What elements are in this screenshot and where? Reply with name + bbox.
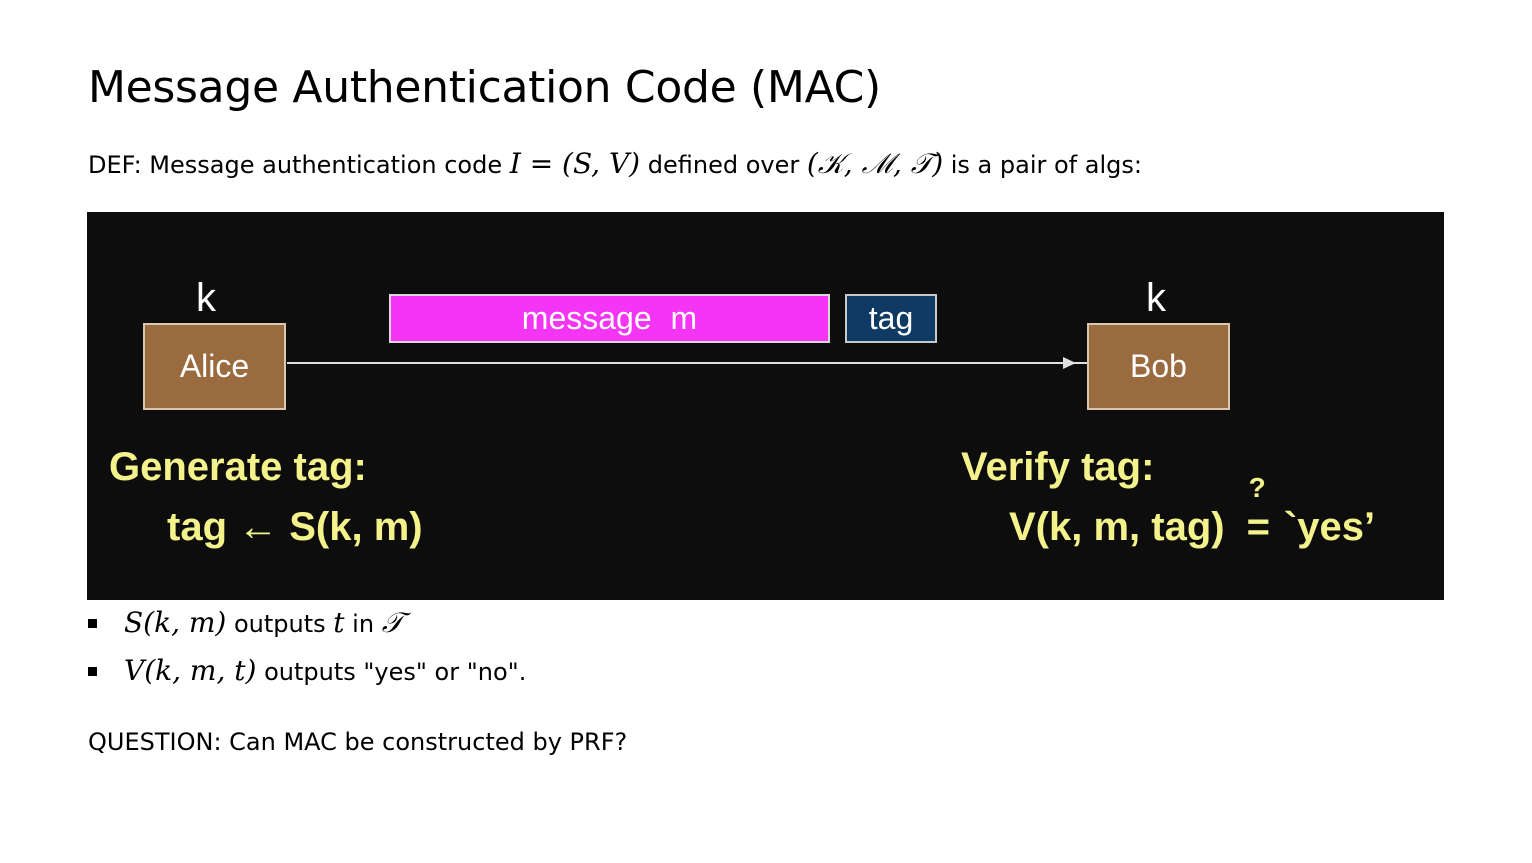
math-scheme: I = (S, V) xyxy=(509,147,641,180)
definition-suffix: is a pair of algs: xyxy=(943,151,1142,179)
alice-key-label: k xyxy=(196,276,216,320)
bullet-square-icon xyxy=(88,667,97,676)
question-equals: ?= xyxy=(1246,474,1270,550)
definition-middle: defined over xyxy=(640,151,807,179)
bob-label: Bob xyxy=(1130,348,1187,384)
transmission-arrow-line xyxy=(287,362,1087,364)
math-tag-space: 𝒯 xyxy=(381,606,404,639)
mac-diagram: k Alice message m tag k Bob Generate tag… xyxy=(87,212,1444,600)
list-item: V(k, m, t) outputs "yes" or "no". xyxy=(88,652,526,700)
verify-formula-left: V(k, m, tag) xyxy=(1009,505,1225,549)
alice-box: Alice xyxy=(143,323,286,410)
definition-line: DEF: Message authentication code I = (S,… xyxy=(88,146,1142,183)
bob-key-label: k xyxy=(1146,276,1166,320)
math-t: t xyxy=(333,606,345,639)
bob-box: Bob xyxy=(1087,323,1230,410)
tag-label: tag xyxy=(868,300,914,336)
bullet-list: S(k, m) outputs t in 𝒯 V(k, m, t) output… xyxy=(88,604,526,700)
question-text: QUESTION: Can MAC be constructed by PRF? xyxy=(88,728,628,756)
generate-tag-heading: Generate tag: xyxy=(109,445,367,489)
verify-tag-formula: V(k, m, tag)?=`yes’ xyxy=(1009,474,1376,550)
verify-tag-heading: Verify tag: xyxy=(961,445,1155,489)
definition-prefix: DEF: Message authentication code xyxy=(88,151,510,179)
question-mark: ? xyxy=(1248,472,1266,503)
equals-sign: = xyxy=(1246,505,1270,549)
alice-label: Alice xyxy=(179,348,250,384)
slide-title: Message Authentication Code (MAC) xyxy=(88,62,881,113)
bullet-text: in xyxy=(344,610,382,638)
bullet-square-icon xyxy=(88,619,97,628)
bullet-text: outputs "yes" or "no". xyxy=(256,658,527,686)
generate-tag-formula: tag ← S(k, m) xyxy=(167,505,423,549)
math-verify-alg: V(k, m, t) xyxy=(124,654,257,687)
verify-formula-right: `yes’ xyxy=(1283,505,1376,549)
math-sign-alg: S(k, m) xyxy=(124,606,227,639)
message-box: message m xyxy=(389,294,830,343)
list-item: S(k, m) outputs t in 𝒯 xyxy=(88,604,526,652)
bullet-text: outputs xyxy=(226,610,334,638)
math-spaces: (𝒦, ℳ, 𝒯) xyxy=(806,147,944,180)
tag-box: tag xyxy=(845,294,937,343)
message-label: message m xyxy=(521,300,698,336)
arrowhead-icon xyxy=(1063,357,1076,369)
